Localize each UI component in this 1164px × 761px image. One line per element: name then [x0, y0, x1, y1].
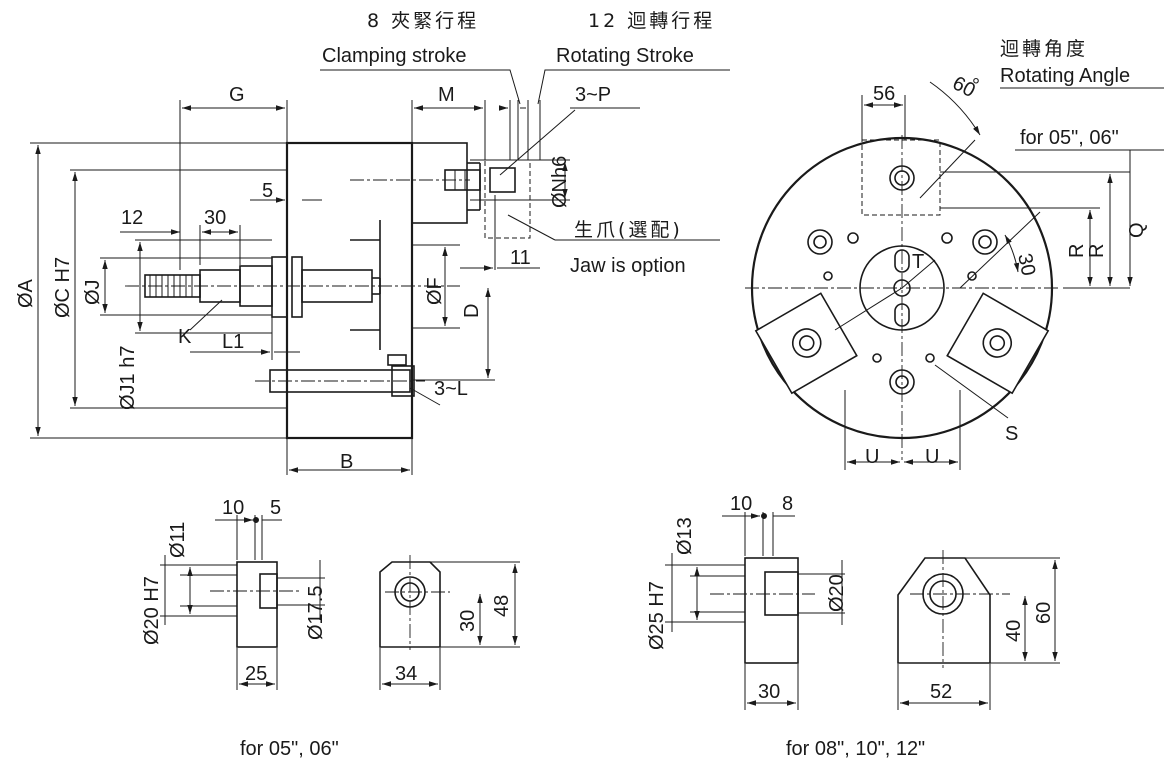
- small-dim-20: Ø20 H7: [141, 576, 163, 645]
- rotating-stroke-cn: 12 迴轉行程: [588, 10, 715, 32]
- dim-s: S: [1005, 423, 1018, 445]
- jaw-head: [489, 167, 516, 193]
- clamp-stroke-cn: 8 夾緊行程: [367, 10, 479, 32]
- dim-p: 3~P: [575, 84, 611, 106]
- dim-g: G: [229, 84, 245, 106]
- dim-u2: U: [925, 446, 939, 468]
- rotating-stroke-en: Rotating Stroke: [556, 45, 694, 67]
- dim-u1: U: [865, 446, 879, 468]
- large-dim-13: Ø13: [674, 517, 696, 555]
- large-dim-20: Ø20: [826, 574, 848, 612]
- dim-thirty: 30: [204, 207, 226, 229]
- large-dim-40: 40: [1003, 620, 1025, 642]
- large-dim-30: 30: [758, 681, 780, 703]
- small-dim-25: 25: [245, 663, 267, 685]
- small-dim-34: 34: [395, 663, 417, 685]
- dim-f: ØF: [424, 277, 446, 305]
- dim-k: K: [178, 326, 192, 348]
- piston-rod-guide: [291, 256, 303, 318]
- large-dim-25: Ø25 H7: [646, 581, 668, 650]
- bolt-hole: [807, 229, 833, 255]
- dim-j1: ØJ1 h7: [117, 346, 139, 410]
- dim-q: Q: [1126, 222, 1148, 238]
- dim-a: ØA: [15, 278, 37, 308]
- jaw-left: [754, 292, 858, 395]
- dim-30-angle: 30: [1013, 251, 1039, 277]
- for-small-note: for 05", 06": [1020, 127, 1119, 149]
- rotating-angle-cn: 迴轉角度: [1000, 38, 1088, 60]
- small-dim-11: Ø11: [167, 522, 189, 558]
- rotating-angle-en: Rotating Angle: [1000, 65, 1130, 87]
- dim-b: B: [340, 451, 353, 473]
- small-dim-30: 30: [457, 610, 479, 632]
- front-hub: [411, 142, 468, 224]
- side-view: [30, 69, 730, 475]
- rear-flange: [271, 256, 288, 318]
- dim-r1: R: [1066, 244, 1088, 258]
- jaw-outline: [484, 159, 531, 239]
- large-dim-60: 60: [1033, 602, 1055, 624]
- dim-t: T: [912, 251, 924, 273]
- small-dim-10: 10: [222, 497, 244, 519]
- dim-eleven: 11: [510, 247, 531, 269]
- large-dim-52: 52: [930, 681, 952, 703]
- dim-56: 56: [873, 83, 895, 105]
- small-dim-48: 48: [491, 595, 513, 617]
- dim-j: ØJ: [82, 279, 104, 305]
- jaw-option-en: Jaw is option: [570, 255, 686, 277]
- cylinder-body: [285, 141, 414, 440]
- jaw-top: [861, 139, 941, 216]
- small-dim-5: 5: [270, 497, 281, 519]
- large-jaw-caption: for 08", 10", 12": [786, 738, 925, 760]
- dim-m: M: [438, 84, 455, 106]
- dim-c: ØC H7: [52, 257, 74, 318]
- large-dim-8: 8: [782, 493, 793, 515]
- dim-l: 3~L: [434, 378, 468, 400]
- dim-n: ØNh6: [549, 156, 571, 208]
- bolt-hole: [889, 369, 915, 395]
- front-view: [745, 81, 1164, 470]
- dim-l1: L1: [222, 331, 244, 353]
- bolt-hole: [972, 229, 998, 255]
- dim-d: D: [461, 304, 483, 318]
- small-dim-175: Ø17.5: [305, 586, 327, 640]
- large-dim-10: 10: [730, 493, 752, 515]
- dim-five: 5: [262, 180, 273, 202]
- small-jaw-caption: for 05", 06": [240, 738, 339, 760]
- dim-twelve: 12: [121, 207, 143, 229]
- jaw-small-detail: [160, 515, 520, 690]
- jaw-right: [946, 292, 1050, 395]
- clamp-stroke-en: Clamping stroke: [322, 45, 467, 67]
- jaw-large-detail: [665, 512, 1060, 710]
- jaw-option-cn: 生爪(選配): [574, 219, 683, 241]
- dim-r2: R: [1086, 244, 1108, 258]
- degree-mark: °: [972, 75, 980, 97]
- center-hub: [859, 245, 945, 331]
